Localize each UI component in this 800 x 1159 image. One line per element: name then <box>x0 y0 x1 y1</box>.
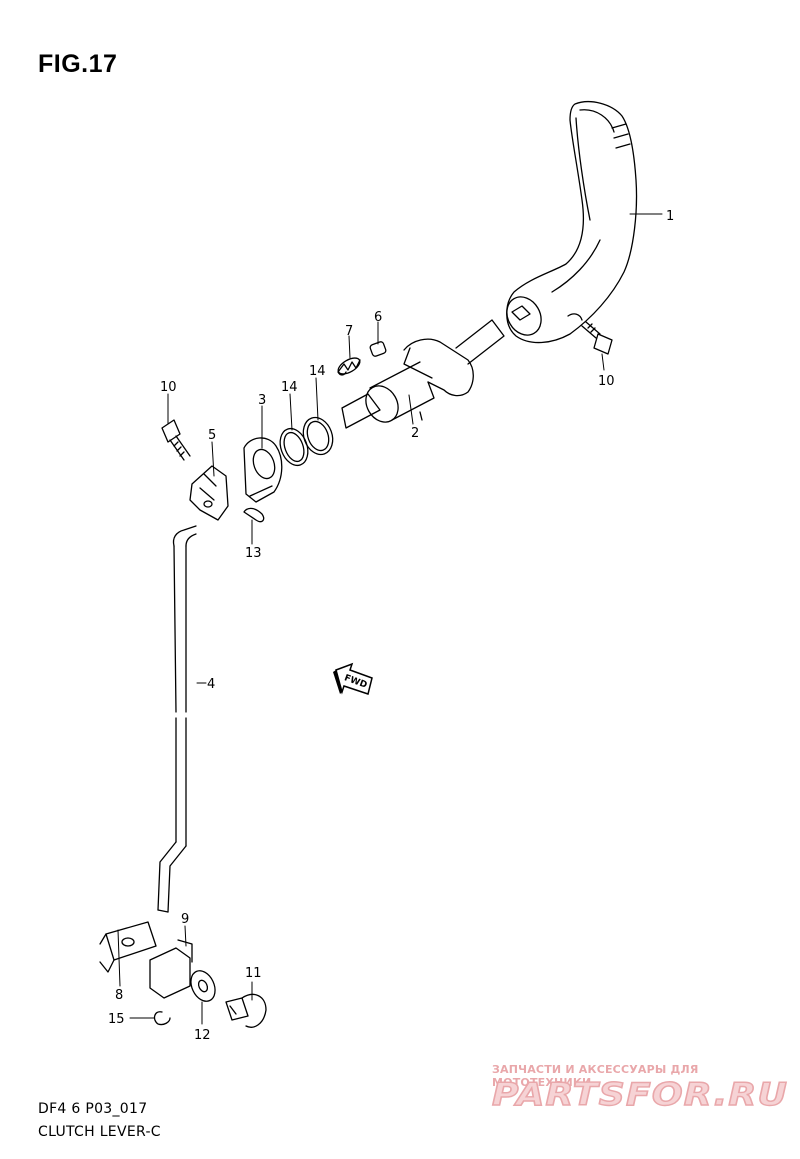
part-3-plate <box>243 437 283 503</box>
callout-10-left: 10 <box>160 380 177 395</box>
callout-3: 3 <box>258 393 266 408</box>
diagram-name: CLUTCH LEVER-C <box>38 1124 161 1140</box>
part-8-plate <box>99 921 157 973</box>
part-13-clip <box>243 507 265 523</box>
part-12-washer <box>190 970 216 1002</box>
part-4-rod <box>157 525 197 913</box>
callout-6: 6 <box>374 310 382 325</box>
callout-numbers: 1 2 3 4 5 6 7 8 9 10 10 11 12 13 14 14 1… <box>108 209 674 1043</box>
callout-14-right: 14 <box>309 364 326 379</box>
fwd-direction-arrow: FWD <box>333 662 373 695</box>
watermark-logo: PARTSFOR.RU <box>491 1076 788 1113</box>
part-10-bolt-left <box>161 419 191 461</box>
part-9-joint <box>149 939 193 999</box>
callout-8: 8 <box>115 988 123 1003</box>
watermark-logo-text: PARTSFOR.RU <box>492 1077 788 1113</box>
part-7-spring <box>337 357 361 376</box>
leader-lines <box>117 213 663 1025</box>
figure-title: FIG.17 <box>38 50 118 78</box>
callout-1: 1 <box>666 209 674 224</box>
part-15-e-clip <box>153 1011 171 1026</box>
part-11-bolt <box>225 993 267 1028</box>
part-1-clutch-lever <box>506 101 638 344</box>
callout-11: 11 <box>245 966 262 981</box>
diagram-code: DF4 6 P03_017 <box>38 1101 148 1117</box>
callout-9: 9 <box>181 912 189 927</box>
callout-2: 2 <box>411 426 419 441</box>
part-6-pin <box>369 341 387 357</box>
callout-4: 4 <box>207 677 215 692</box>
part-2-shaft <box>341 319 505 429</box>
callout-5: 5 <box>208 428 216 443</box>
callout-15: 15 <box>108 1012 125 1027</box>
callout-13: 13 <box>245 546 262 561</box>
part-10-bolt-right <box>581 321 613 355</box>
part-14-o-rings <box>279 416 334 467</box>
watermark-tagline: ЗАПЧАСТИ И АКСЕССУАРЫ ДЛЯ МОТОТЕХНИКИ <box>492 1063 699 1089</box>
callout-12: 12 <box>194 1028 211 1043</box>
callout-7: 7 <box>345 324 353 339</box>
callout-14-left: 14 <box>281 380 298 395</box>
part-5-bracket <box>189 465 229 521</box>
callout-10-right: 10 <box>598 374 615 389</box>
